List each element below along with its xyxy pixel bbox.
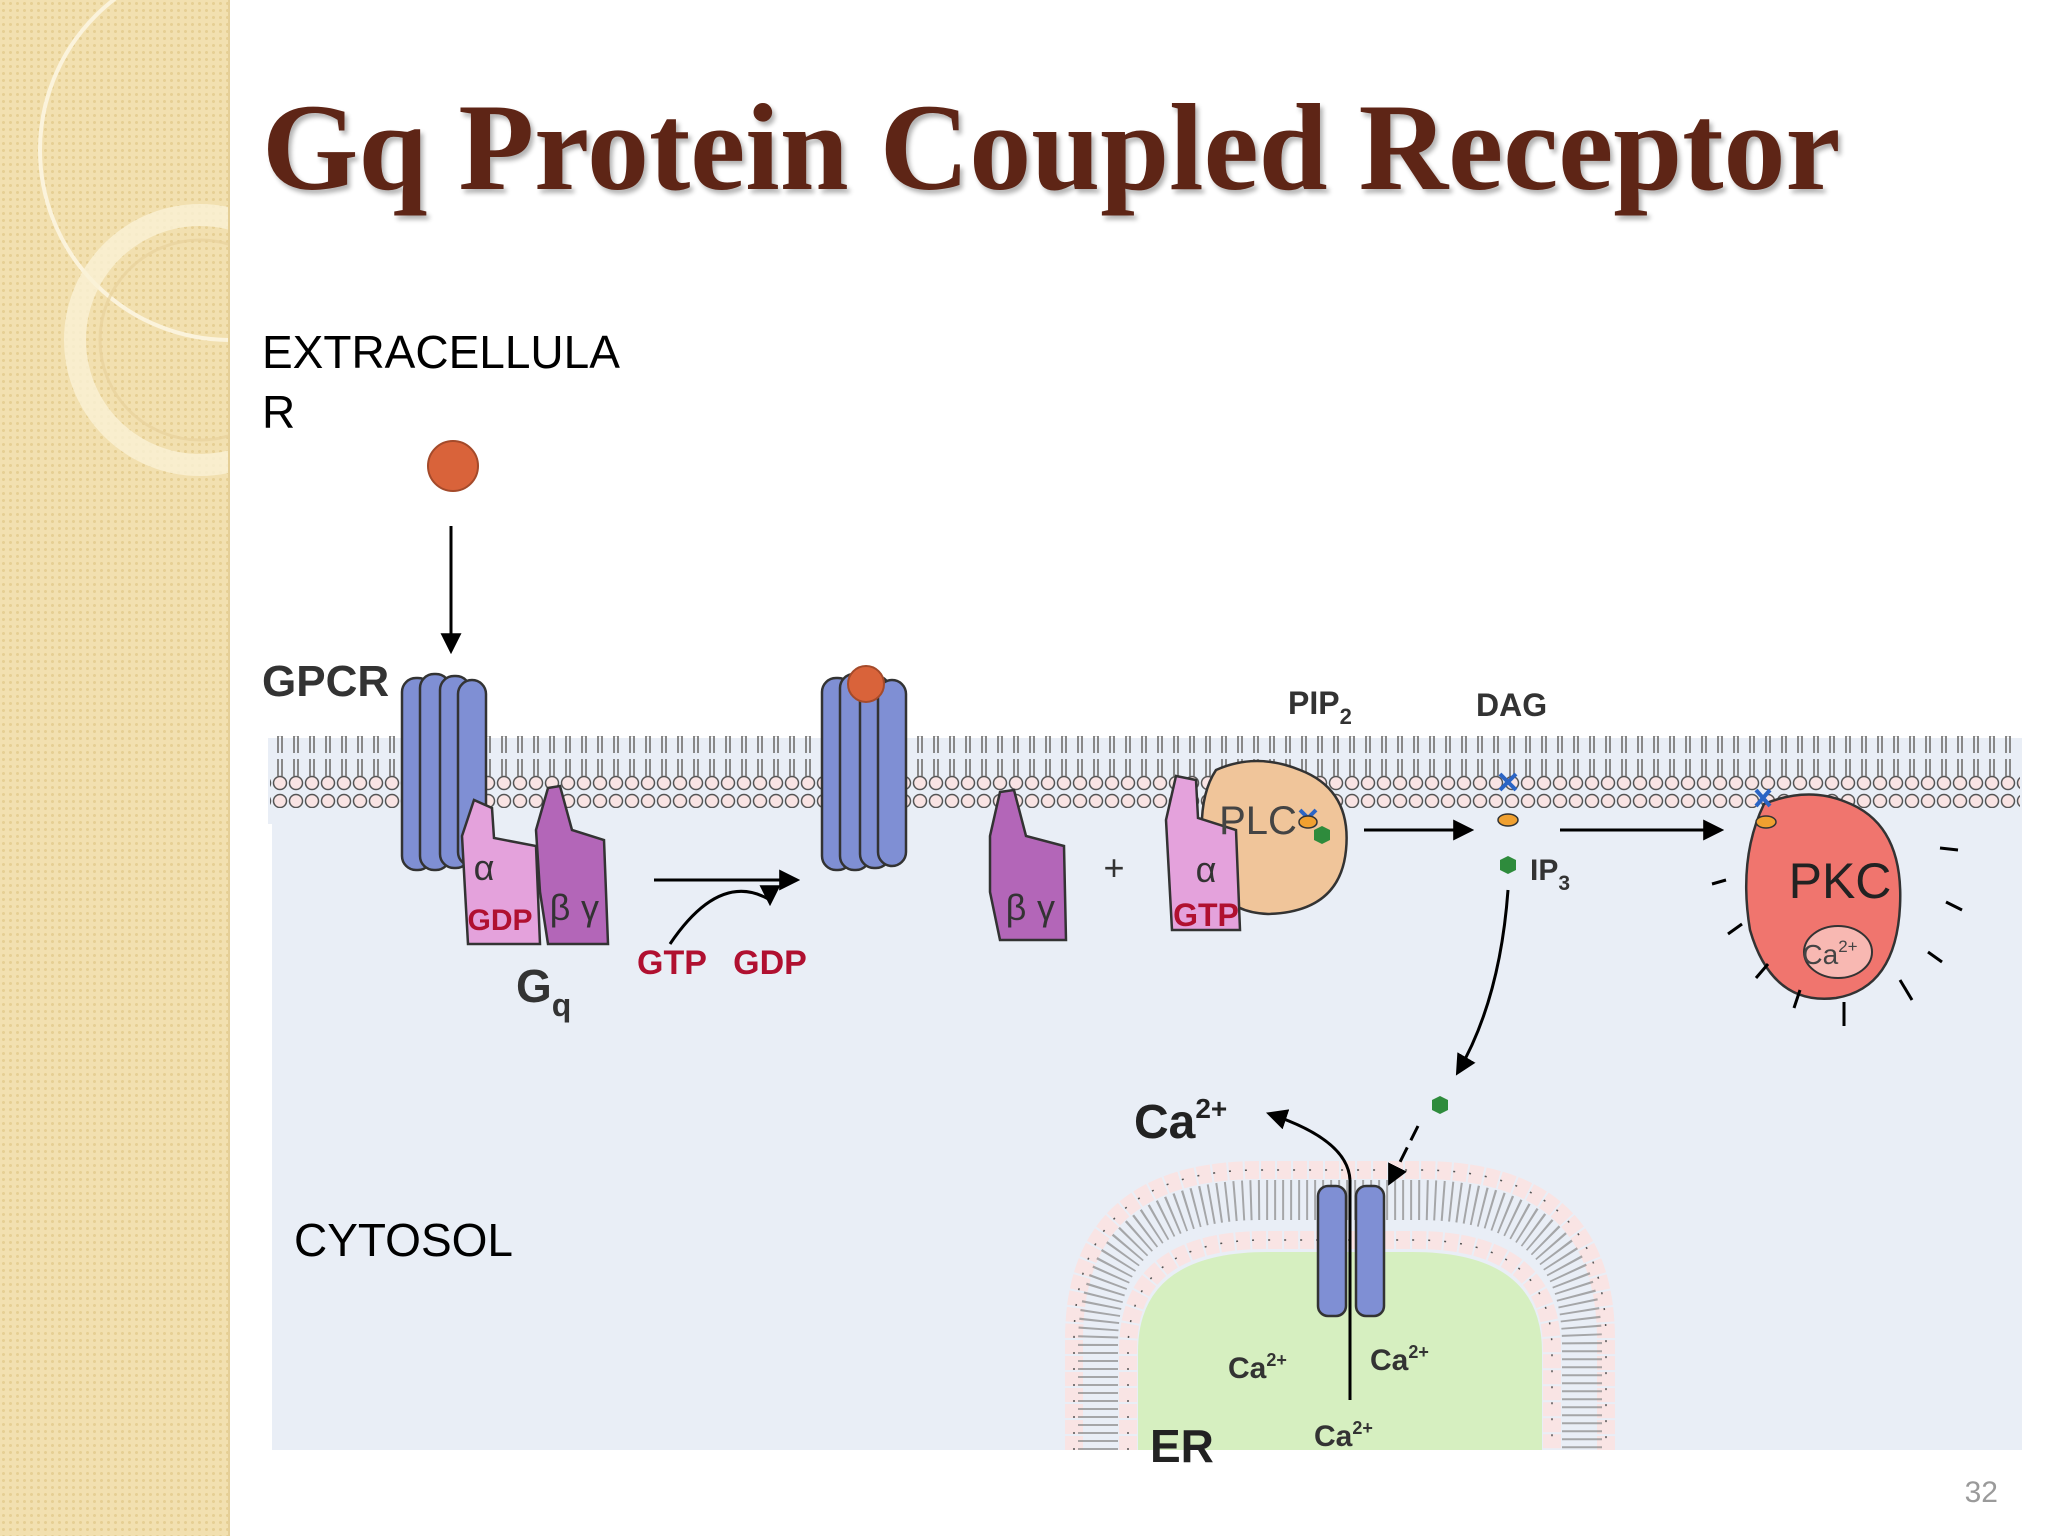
gq-label: Gq [516,960,571,1023]
ip3-diffusion-arrow [1455,889,1510,1076]
ligand-molecule [427,440,479,492]
pkc-calcium-label: Ca2+ [1802,937,1857,970]
ip3-diffusing [1432,1096,1448,1114]
galpha-gtp [1164,774,1242,932]
gpcr-label: GPCR [262,657,389,706]
extracellular-label-line1: EXTRACELLULA [262,326,620,378]
slide-number: 32 [1964,1476,1998,1509]
ip3-molecule [1500,856,1516,874]
calcium-release-arrow [1266,1109,1352,1181]
beta-free-label: β [1006,887,1027,928]
gtp-gdp-swap-arrow [668,885,781,945]
gdp-bound-label: GDP [467,904,532,937]
pkc-activation-rays [1711,846,1963,1026]
pip2-label: PIP2 [1288,685,1352,729]
ip3-receptor-channel [1316,1184,1386,1318]
cytosol-label: CYTOSOL [294,1214,513,1266]
er-calcium-right: Ca2+ [1370,1342,1429,1377]
ip3-label: IP3 [1530,854,1570,895]
er-calcium-bottom: Ca2+ [1314,1418,1373,1453]
gdp-out-label: GDP [733,944,807,982]
beta-label: β [550,887,571,928]
decorative-sidebar [0,0,230,1536]
gq-heterotrimer [460,784,610,946]
plasma-membrane [268,736,2022,824]
gpcr-receptor-active [820,665,908,872]
er-label: ER [1150,1420,1214,1472]
pkc-enzyme [1744,788,1902,1000]
sidebar-ring-ornament [38,0,228,476]
gbetagamma-dimer [988,788,1068,942]
er-calcium-left: Ca2+ [1228,1350,1287,1385]
dag-lipid [1497,772,1519,827]
alpha-active-label: α [1196,849,1217,890]
slide-title: Gq Protein Coupled Receptor [262,79,1841,216]
gamma-label: γ [581,887,599,928]
gtp-bound-label: GTP [1173,897,1239,933]
alpha-label: α [474,847,495,888]
gamma-free-label: γ [1037,887,1055,928]
plc-label: PLC [1219,799,1297,843]
plus-sign: + [1103,847,1124,888]
extracellular-label-line2: R [262,386,295,438]
dag-label: DAG [1476,687,1547,723]
pkc-label: PKC [1789,853,1892,909]
gtp-in-label: GTP [637,944,707,982]
released-calcium-label: Ca2+ [1134,1093,1227,1149]
er-lumen [1138,1252,1542,1450]
pip2-lipid [1298,808,1330,844]
ip3-to-channel-arrow [1388,1125,1420,1186]
